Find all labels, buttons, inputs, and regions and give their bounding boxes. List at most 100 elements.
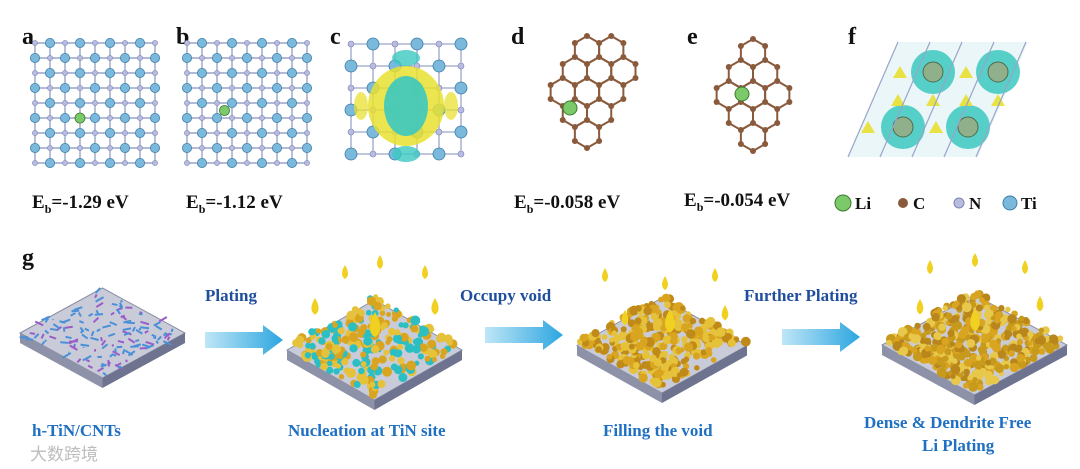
n-atom (304, 160, 309, 165)
c-atom (572, 138, 578, 144)
ti-atom (75, 38, 84, 47)
cnt-strand (130, 346, 139, 347)
li-deposit (427, 340, 436, 349)
n-atom (137, 85, 142, 90)
c-atom (726, 78, 732, 84)
stage-label-nucleation: Nucleation at TiN site (288, 420, 446, 443)
n-atom (47, 85, 52, 90)
li-deposit (385, 303, 391, 309)
n-atom (348, 41, 354, 47)
li-deposit (680, 306, 685, 311)
legend-ti-icon (1003, 196, 1017, 210)
n-atom (92, 100, 97, 105)
ti-atom (120, 53, 129, 62)
legend-c-icon (898, 198, 908, 208)
ti-atom (227, 158, 236, 167)
li-deposit (418, 353, 424, 359)
ti-atom (272, 143, 281, 152)
arrow-further-plating (782, 322, 862, 352)
n-atom (107, 145, 112, 150)
n-atom (289, 115, 294, 120)
c-atom (774, 64, 780, 70)
li-deposit (432, 357, 437, 362)
c-atom (750, 36, 756, 42)
n-atom (62, 100, 67, 105)
li-deposit (331, 344, 341, 354)
li-deposit (676, 347, 683, 354)
ti-atom (272, 53, 281, 62)
ti-atom (90, 113, 99, 122)
li-deposit (654, 358, 662, 366)
ti-atom (90, 143, 99, 152)
li-deposit (370, 363, 378, 371)
li-deposit (358, 368, 364, 374)
n-atom (348, 129, 354, 135)
li-deposit (961, 326, 968, 333)
li-deposit (371, 345, 379, 353)
c-atom (572, 54, 578, 60)
ti-atom (287, 158, 296, 167)
n-atom (199, 145, 204, 150)
li-deposit (886, 340, 892, 346)
ti-atom (150, 143, 159, 152)
ti-atom (150, 53, 159, 62)
ti-atom (45, 38, 54, 47)
li-deposit (389, 355, 395, 361)
li-deposit (352, 359, 360, 367)
n-atom (184, 100, 189, 105)
n-atom (137, 55, 142, 60)
li-droplet (927, 260, 933, 274)
li-droplet (342, 265, 348, 279)
substrate-htin-cnts (18, 268, 188, 398)
ti-atom (227, 38, 236, 47)
li-deposit (305, 352, 311, 358)
n-atom (259, 145, 264, 150)
ti-atom (45, 98, 54, 107)
n-atom (214, 100, 219, 105)
li-droplet (1037, 296, 1044, 311)
ti-atom (411, 38, 423, 50)
c-atom (608, 103, 614, 109)
li-deposit (373, 302, 382, 311)
n-atom (214, 70, 219, 75)
li-deposit (1039, 328, 1045, 334)
n-atom (259, 115, 264, 120)
n-atom (107, 85, 112, 90)
ti-atom (302, 113, 311, 122)
li-deposit (958, 353, 966, 361)
li-deposit (1008, 350, 1015, 357)
ti-atom (988, 62, 1008, 82)
li-deposit (623, 356, 632, 365)
li-deposit (1016, 354, 1024, 362)
n-atom (304, 100, 309, 105)
ti-atom (135, 158, 144, 167)
li-deposit (664, 301, 671, 308)
li-deposit (394, 329, 400, 335)
c-atom (774, 78, 780, 84)
n-atom (152, 100, 157, 105)
n-atom (458, 107, 464, 113)
n-atom (274, 160, 279, 165)
li-deposit (937, 344, 946, 353)
ti-atom (105, 158, 114, 167)
cnt-strand (153, 337, 156, 338)
ti-atom (287, 68, 296, 77)
n-atom (370, 63, 376, 69)
tin-lattice-b (182, 38, 317, 173)
li-deposit (397, 339, 402, 344)
n-atom (348, 85, 354, 91)
li-deposit (1005, 307, 1011, 313)
li-deposit (369, 391, 377, 399)
cnt-strand (121, 316, 125, 317)
ti-atom (135, 38, 144, 47)
ti-atom (367, 38, 379, 50)
li-deposit (928, 356, 937, 365)
c-atom (572, 124, 578, 130)
c-atom (620, 54, 626, 60)
ti-atom (105, 38, 114, 47)
li-deposit (631, 325, 637, 331)
n-atom (244, 40, 249, 45)
c-atom (596, 54, 602, 60)
li-deposit (684, 343, 693, 352)
li-deposit (652, 347, 660, 355)
